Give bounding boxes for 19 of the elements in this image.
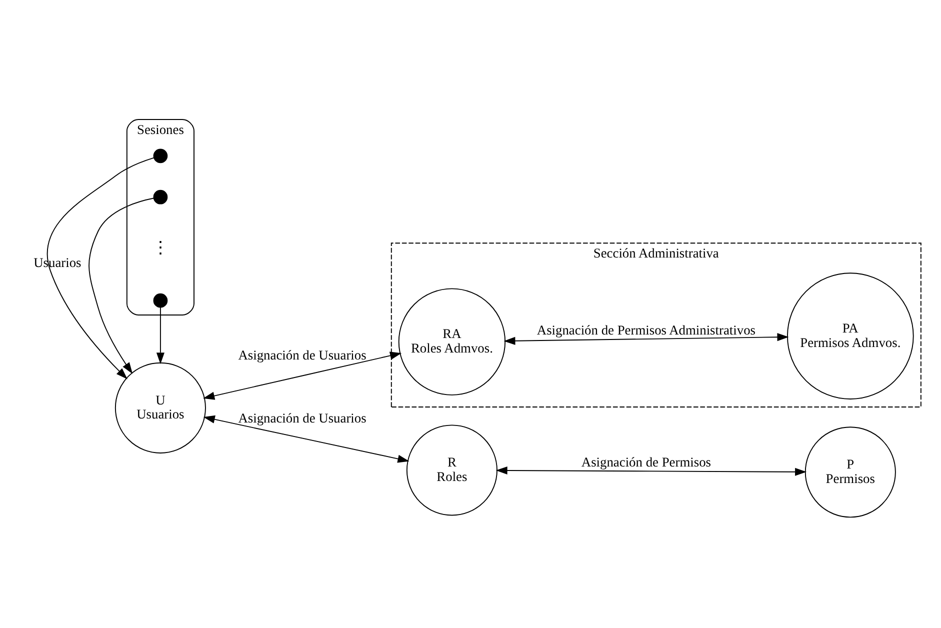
edge-label: Asignación de Usuarios	[238, 410, 366, 425]
edge-label: Asignación de Usuarios	[238, 346, 366, 362]
node-circle: RA Roles Admvos.	[398, 288, 506, 395]
arrow	[47, 156, 154, 379]
node-circle: P Permisos	[804, 426, 896, 518]
arrow	[203, 414, 410, 462]
edge-label: Asignación de Permisos	[581, 454, 712, 470]
node-circle	[153, 292, 168, 308]
node-circle: R Roles	[406, 424, 498, 516]
node-circle	[153, 148, 168, 163]
label: ⋮	[152, 238, 169, 257]
arrow	[496, 466, 807, 476]
node-circle: PA Permisos Admvos.	[786, 272, 914, 399]
node-circle	[153, 189, 168, 204]
arrow	[504, 332, 789, 344]
edge-label: Asignación de Permisos Administrativos	[536, 322, 756, 337]
arrow	[156, 306, 164, 364]
arrow	[88, 197, 154, 374]
arrow	[203, 351, 402, 400]
